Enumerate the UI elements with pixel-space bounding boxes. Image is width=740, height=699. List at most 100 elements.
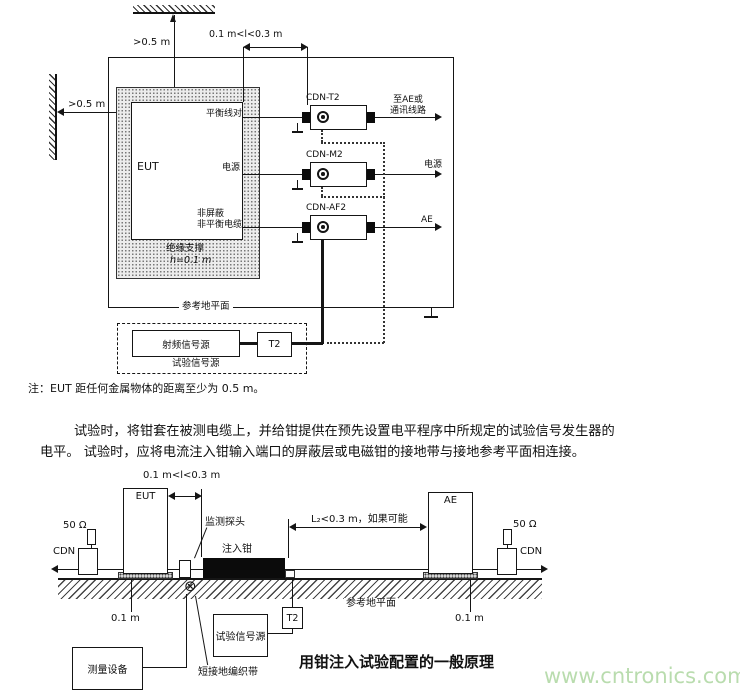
arrow-right-icon <box>541 565 548 573</box>
t2-label: T2 <box>286 612 299 624</box>
port-unshielded-label-1: 非屏蔽 <box>197 209 225 219</box>
height-right-label: 0.1 m <box>455 613 484 624</box>
terminator-right <box>503 529 512 545</box>
ground-plane-label: 参考地平面 <box>179 301 233 313</box>
ground-icon <box>424 316 438 318</box>
dotted-line <box>321 187 323 196</box>
dotted-line <box>321 196 385 198</box>
wall-clearance-label: >0.5 m <box>68 99 106 110</box>
port-terminal <box>367 222 375 233</box>
output-label-line1: 至AE或 <box>393 95 423 105</box>
port-unshielded-label-2: 非平衡电缆 <box>197 220 243 230</box>
t2-box: T2 <box>282 607 303 629</box>
dim-line <box>174 496 196 498</box>
eut-box <box>131 102 243 240</box>
output-line <box>375 227 435 229</box>
test-signal-source-label: 试验信号源 <box>215 632 266 643</box>
height-line <box>470 579 472 612</box>
cable-line <box>243 117 302 119</box>
eut-box <box>123 488 168 574</box>
cable-length-dim-label: 0.1 m<l<0.3 m <box>209 29 283 40</box>
clamp-cable-exit <box>285 570 295 578</box>
ground-plane-label: 参考地平面 <box>344 598 398 610</box>
arrow-left-icon <box>168 492 175 500</box>
injection-clamp-label: 注入钳 <box>222 544 252 555</box>
signal-feed-line <box>240 342 257 345</box>
arrow-left-icon <box>289 523 296 531</box>
ceiling-clearance-label: >0.5 m <box>133 37 171 48</box>
eut-label: EUT <box>137 160 159 173</box>
cdn-af2-label: CDN-AF2 <box>306 203 347 213</box>
resistor-right-label: 50 Ω <box>513 519 537 530</box>
dotted-line <box>321 142 385 144</box>
height-left-label: 0.1 m <box>111 613 140 624</box>
rf-source-box: 射频信号源 <box>132 330 240 357</box>
cable-line <box>243 174 302 176</box>
output-line <box>375 174 435 176</box>
arrow-left-icon <box>51 565 58 573</box>
dim-extension-line <box>243 47 245 102</box>
arrow-right-icon <box>301 43 308 51</box>
rf-source-label: 射频信号源 <box>162 339 210 351</box>
ground-icon <box>292 131 303 133</box>
insulating-support-label: 绝缘支撑 <box>166 243 205 254</box>
port-balanced-pair-label: 平衡线对 <box>206 109 243 119</box>
output-label-line2: 通讯线路 <box>389 105 426 116</box>
arrow-right-icon <box>420 523 427 531</box>
ground-icon <box>431 308 433 316</box>
ae-box <box>428 492 473 574</box>
ground-icon <box>297 180 299 188</box>
ground-icon <box>297 123 299 131</box>
monitor-probe-label: 监测探头 <box>205 517 245 528</box>
ground-braid-label: 短接地编织带 <box>198 667 258 678</box>
leader-line <box>194 596 209 666</box>
terminator-left <box>87 529 96 545</box>
signal-feed-line <box>292 342 323 345</box>
connector-icon <box>317 221 329 233</box>
test-signal-source-label: 试验信号源 <box>172 358 220 369</box>
line <box>507 545 509 548</box>
dim-extension-line <box>288 519 290 558</box>
arrow-right-icon <box>435 113 442 121</box>
cdn-m2-label: CDN-M2 <box>306 150 343 160</box>
support-height-label: h=0.1 m <box>170 255 212 266</box>
ceiling-clearance-arrow-line <box>174 15 176 91</box>
body-text-line2: 电平。 试验时，应将电流注入钳输入端口的屏蔽层或电磁钳的接地带与接地参考平面相连… <box>40 445 585 460</box>
port-terminal <box>367 169 375 180</box>
signal-source-dashed-box <box>117 323 307 374</box>
cdn-left-label: CDN <box>53 546 76 557</box>
cdn-t2-label: CDN-T2 <box>306 93 340 103</box>
line <box>292 629 294 634</box>
cdn-left-box <box>78 548 98 575</box>
cdn-t2-output-label: 至AE或 通讯线路 <box>385 95 431 116</box>
cdn-right-box <box>497 548 517 575</box>
braid-line <box>186 594 188 668</box>
measuring-equipment-label: 测量设备 <box>87 665 128 676</box>
line <box>91 545 93 548</box>
injection-clamp <box>203 558 285 578</box>
dotted-line <box>383 142 385 343</box>
cable-length-dim-label: 0.1 m<l<0.3 m <box>143 470 221 481</box>
braid-crossing-icon: ⊗ <box>184 577 197 595</box>
arrow-right-icon <box>435 170 442 178</box>
dim-line <box>249 47 302 49</box>
dim-extension-line <box>307 47 309 105</box>
ground-hatch <box>58 580 542 599</box>
cdn-right-label: CDN <box>520 546 543 557</box>
signal-feed-line <box>321 240 324 344</box>
wall-hatch <box>49 74 57 160</box>
ground-icon <box>297 233 299 241</box>
arrow-up-icon <box>170 14 176 22</box>
l2-dim-label: L₂<0.3 m，如果可能 <box>311 514 408 525</box>
port-terminal <box>367 112 375 123</box>
cable-line <box>57 569 541 571</box>
arrow-left-icon <box>243 43 250 51</box>
ceiling-hatch <box>133 5 215 14</box>
port-terminal <box>302 112 310 123</box>
line <box>143 667 187 669</box>
arrow-right-icon <box>195 492 202 500</box>
ground-icon <box>292 241 303 243</box>
figure-caption: 用钳注入试验配置的一般原理 <box>299 653 495 671</box>
port-power-label: 电源 <box>222 163 241 173</box>
